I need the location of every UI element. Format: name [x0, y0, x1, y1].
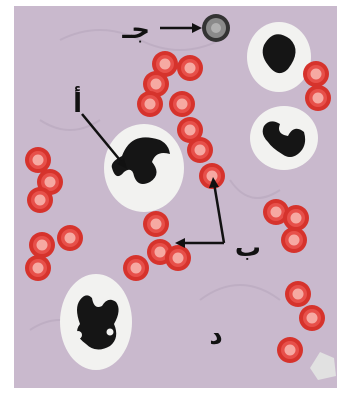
neutrophil-icon [247, 22, 311, 92]
bottom-margin [0, 388, 343, 394]
neutrophil-icon [250, 106, 318, 170]
label-jeem: جـ [121, 15, 150, 45]
platelet-icon [202, 14, 230, 42]
neutrophil-icon [104, 124, 184, 212]
neutrophil-icon [60, 274, 132, 370]
label-alef: أ [73, 86, 82, 119]
label-ba: ب [235, 233, 261, 263]
label-dal: د [209, 321, 222, 351]
